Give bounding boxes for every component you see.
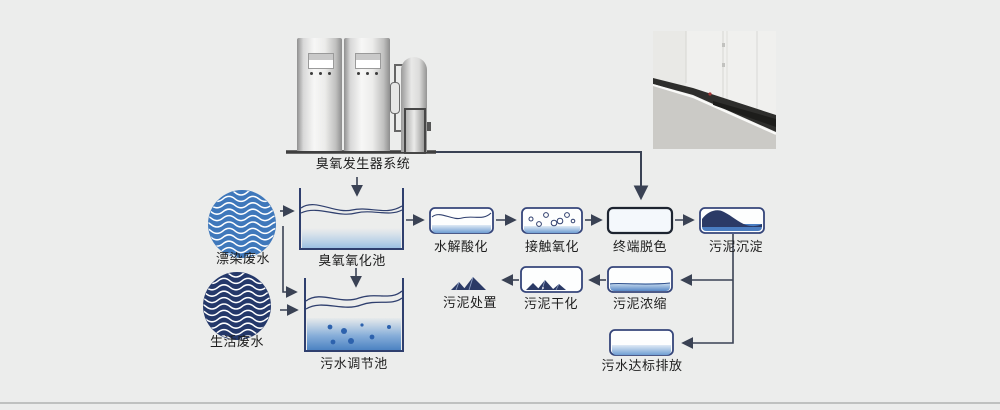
hydrolysis-acidification-label: 水解酸化 xyxy=(433,239,488,254)
sludge-disposal-piles xyxy=(451,276,486,291)
tower-door xyxy=(404,108,426,154)
pipe xyxy=(394,64,403,66)
ozone-oxidation-tank-label: 臭氧氧化池 xyxy=(318,253,386,268)
terminal-decolorization-box xyxy=(606,206,674,235)
generator-cabinet-1 xyxy=(297,38,342,151)
domestic-wastewater-label: 生活废水 xyxy=(209,334,264,349)
sludge-thickening-label: 污泥浓缩 xyxy=(612,296,667,311)
terminal-decolorization-label: 终端脱色 xyxy=(612,239,667,254)
cabinet-display-panel xyxy=(355,53,381,69)
contact-oxidation-label: 接触氧化 xyxy=(524,239,579,254)
discharge-box xyxy=(609,329,674,356)
dyeing-wastewater-label: 漂染废水 xyxy=(215,251,270,266)
domestic-wastewater-icon xyxy=(203,272,271,340)
sludge-drying-label: 污泥干化 xyxy=(523,296,578,311)
sludge-disposal-label: 污泥处置 xyxy=(442,295,497,310)
pipe-condenser xyxy=(390,82,400,114)
generator-cabinet-2 xyxy=(344,38,390,151)
pipe xyxy=(394,130,406,132)
sludge-sedimentation-label: 污泥沉淀 xyxy=(708,239,763,254)
sewage-regulating-tank xyxy=(304,278,404,352)
contact-oxidation-box xyxy=(521,207,583,234)
sludge-thickening-box xyxy=(607,266,673,293)
ozone-system-label: 臭氧发生器系统 xyxy=(315,156,411,171)
flow-arrows xyxy=(280,177,734,349)
page-bottom-edge xyxy=(0,402,1000,404)
tower-handle xyxy=(427,122,431,131)
sludge-sedimentation-box xyxy=(699,207,765,234)
discharge-label: 污水达标排放 xyxy=(601,358,683,373)
cabinet-indicator-lights xyxy=(310,72,336,75)
ozone-oxidation-tank xyxy=(299,188,404,250)
sludge-drying-box xyxy=(520,266,583,293)
cabinet-display-panel xyxy=(308,53,334,69)
site-photo xyxy=(653,31,776,149)
hydrolysis-acidification-box xyxy=(429,207,494,234)
dyeing-wastewater-icon xyxy=(208,190,276,258)
sewage-regulating-tank-label: 污水调节池 xyxy=(320,356,388,371)
cabinet-indicator-lights xyxy=(357,72,383,75)
